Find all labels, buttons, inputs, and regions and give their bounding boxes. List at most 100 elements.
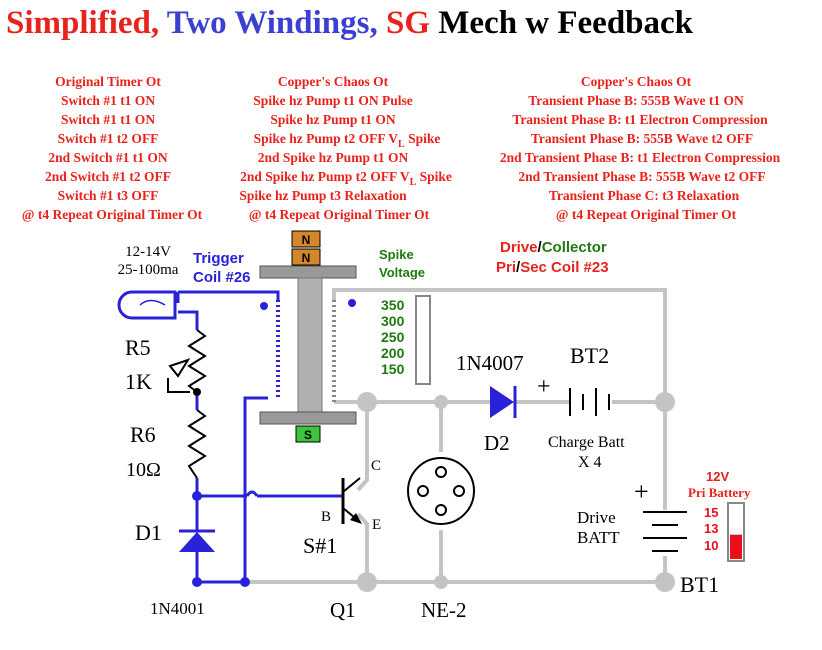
title-part-simplified: Simplified, xyxy=(6,5,159,41)
q1-emitter-label: E xyxy=(372,517,381,533)
r6-resistor-icon xyxy=(187,409,207,479)
spike-gauge-tube xyxy=(415,295,431,385)
electromagnet: N N S xyxy=(259,230,357,443)
lamp-filament-icon xyxy=(139,299,166,306)
lamp-bulb-icon xyxy=(117,290,177,320)
col1-line-0: Original Timer Ot xyxy=(55,74,161,89)
r5-wiper-wire xyxy=(167,378,190,393)
col1-line-1: Switch #1 t1 ON xyxy=(61,93,155,108)
col2-line-0: Copper's Chaos Ot xyxy=(278,74,389,89)
col3-line-1: Transient Phase B: 555B Wave t1 ON xyxy=(528,93,744,108)
ne2-label: NE-2 xyxy=(421,598,467,622)
ne2-electrode-left xyxy=(417,485,429,497)
wire-collector xyxy=(356,402,369,492)
d1-label: D1 xyxy=(135,520,162,545)
q1-collector-lead xyxy=(342,477,361,493)
col2-line-5: 2nd Spike hz Pump t2 OFF VL Spike xyxy=(240,169,452,188)
r6-label: R6 xyxy=(130,422,156,447)
pri-battery-scale: 15 13 10 xyxy=(704,505,718,553)
col3-line-4: 2nd Transient Phase B: t1 Electron Compr… xyxy=(500,150,781,165)
drive-batt-label-1: Drive xyxy=(577,508,616,527)
trigger-coil-label-1: Trigger xyxy=(193,250,244,267)
pri-sec-coil-label: Pri/Sec Coil #23 xyxy=(496,259,609,276)
col1-line-4: 2nd Switch #1 t1 ON xyxy=(48,150,168,165)
d2-label: D2 xyxy=(484,431,510,455)
collector-coil-dot xyxy=(348,299,356,307)
spike-scale-4: 150 xyxy=(381,361,405,377)
node-right-top xyxy=(655,392,675,412)
bt1-gap xyxy=(641,510,689,556)
spike-label-2: Voltage xyxy=(379,265,425,280)
wire-crossover xyxy=(245,490,259,497)
junction-base xyxy=(192,491,202,501)
column-coppers-chaos-spike: Copper's Chaos Ot Spike hz Pump t1 ON Pu… xyxy=(239,74,452,222)
col2-line-3: Spike hz Pump t2 OFF VL Spike xyxy=(254,131,441,150)
drive-batt-label-2: BATT xyxy=(577,528,620,547)
col3-line-3: Transient Phase B: 555B Wave t2 OFF xyxy=(531,131,753,146)
q1-label: Q1 xyxy=(330,598,356,622)
bt2-plus-sign: + xyxy=(537,374,551,400)
lamp xyxy=(117,290,177,320)
bt2-label: BT2 xyxy=(570,343,609,368)
coil-core xyxy=(297,277,323,413)
col1-line-5: 2nd Switch #1 t2 OFF xyxy=(45,169,171,184)
wire-top-right-loop xyxy=(332,288,667,584)
d1-part-label: 1N4001 xyxy=(150,599,205,618)
ne2-electrode-top xyxy=(435,466,447,478)
spike-scale-3: 200 xyxy=(381,345,405,361)
junction-bottom-left xyxy=(192,577,202,587)
r6-value: 10Ω xyxy=(126,459,161,481)
wire-emitter xyxy=(356,512,369,582)
magnet-s-label: S xyxy=(304,428,312,442)
title-part-two-windings: Two Windings, xyxy=(167,5,378,41)
page-title: Simplified, Two Windings, SG Mech w Feed… xyxy=(6,5,694,41)
col3-line-0: Copper's Chaos Ot xyxy=(581,74,692,89)
d2-part-label: 1N4007 xyxy=(456,351,524,375)
d1-diode-icon xyxy=(179,532,215,552)
coil-bottom-flange xyxy=(259,411,357,425)
q1-transistor xyxy=(341,477,362,524)
drive-collector-label: Drive/Collector xyxy=(500,239,607,256)
bt1-label: BT1 xyxy=(680,572,719,597)
ne2-neon-icon xyxy=(407,457,475,525)
col2-line-7: @ t4 Repeat Original Timer Ot xyxy=(249,207,430,222)
bt2-battery-icon xyxy=(569,388,610,416)
magnet-n1-icon xyxy=(291,230,321,248)
q1-base-label: B xyxy=(321,509,331,525)
col3-line-6: Transient Phase C: t3 Relaxation xyxy=(549,188,740,203)
bt1-plus-sign: + xyxy=(634,477,649,506)
magnet-s-icon xyxy=(295,425,321,443)
spike-scale-2: 250 xyxy=(381,329,405,345)
q1-emitter-arrow-icon xyxy=(350,513,362,524)
spike-scale-0: 350 xyxy=(381,297,405,313)
magnet-n1-label: N xyxy=(302,233,311,247)
wire-lamp-to-r5 xyxy=(178,310,199,330)
col3-line-5: 2nd Transient Phase B: 555B Wave t2 OFF xyxy=(518,169,765,184)
col1-line-3: Switch #1 t2 OFF xyxy=(58,131,159,146)
pri-scale-2: 10 xyxy=(704,538,718,553)
col2-line-4: 2nd Spike hz Pump t1 ON xyxy=(258,150,409,165)
magnet-n2-label: N xyxy=(302,251,311,265)
trigger-coil-dot xyxy=(260,302,268,310)
col1-line-7: @ t4 Repeat Original Timer Ot xyxy=(22,207,203,222)
lamp-current-label: 25-100ma xyxy=(118,262,179,278)
col1-line-6: Switch #1 t3 OFF xyxy=(58,188,159,203)
node-ne2-top xyxy=(434,395,448,409)
r5-wiper-arrow-icon xyxy=(168,358,191,378)
pri-battery-gauge-fill xyxy=(730,534,742,559)
pri-scale-0: 15 xyxy=(704,505,718,520)
switch-label: S#1 xyxy=(303,533,337,558)
coil-top-flange xyxy=(259,265,357,279)
spike-scale: 350 300 250 200 150 xyxy=(381,297,405,377)
node-right-bottom xyxy=(655,572,675,592)
node-coil-bottom xyxy=(357,392,377,412)
col3-line-7: @ t4 Repeat Original Timer Ot xyxy=(556,207,737,222)
col1-line-2: Switch #1 t1 ON xyxy=(61,112,155,127)
q1-collector-label: C xyxy=(371,458,381,474)
pri-battery-voltage: 12V xyxy=(706,469,729,484)
r5-resistor-icon xyxy=(187,329,207,393)
col2-line-1: Spike hz Pump t1 ON Pulse xyxy=(253,93,412,108)
col3-line-2: Transient Phase B: t1 Electron Compressi… xyxy=(512,112,768,127)
